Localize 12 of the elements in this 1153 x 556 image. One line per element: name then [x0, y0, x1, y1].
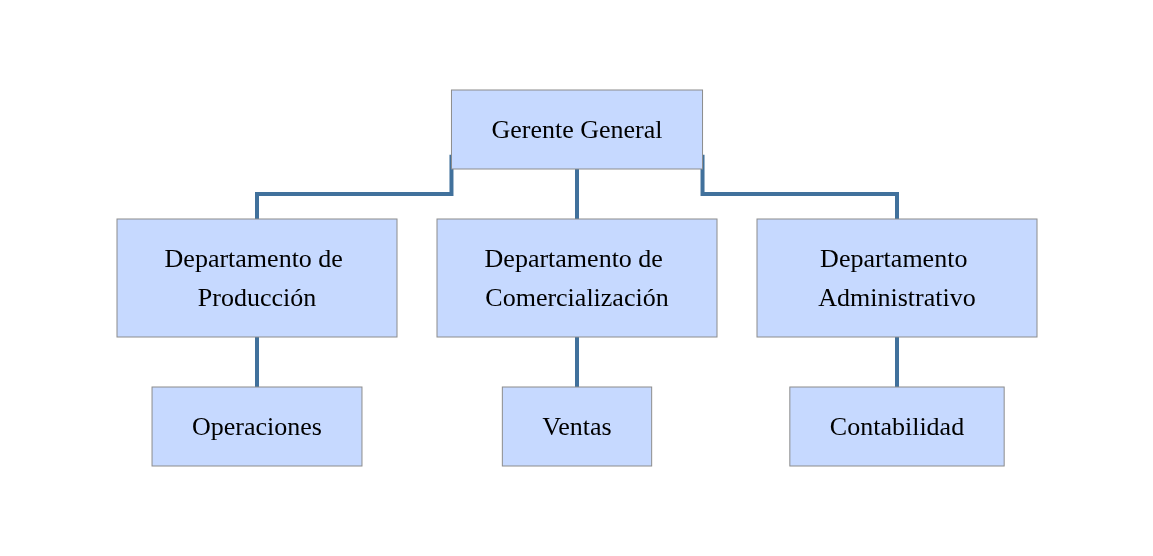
node-box: Operaciones: [151, 386, 362, 467]
connector: [700, 154, 899, 221]
connector: [574, 169, 579, 221]
node-box: Gerente General: [450, 89, 703, 170]
connector: [894, 337, 899, 389]
connector: [254, 337, 259, 389]
node-box: Departamento de Comercialización: [436, 218, 717, 338]
node-box: Contabilidad: [788, 386, 1005, 467]
node-box: Departamento Administrativo: [756, 218, 1037, 338]
connector: [574, 337, 579, 389]
node-box: Ventas: [501, 386, 652, 467]
node-box: Departamento de Producción: [116, 218, 397, 338]
